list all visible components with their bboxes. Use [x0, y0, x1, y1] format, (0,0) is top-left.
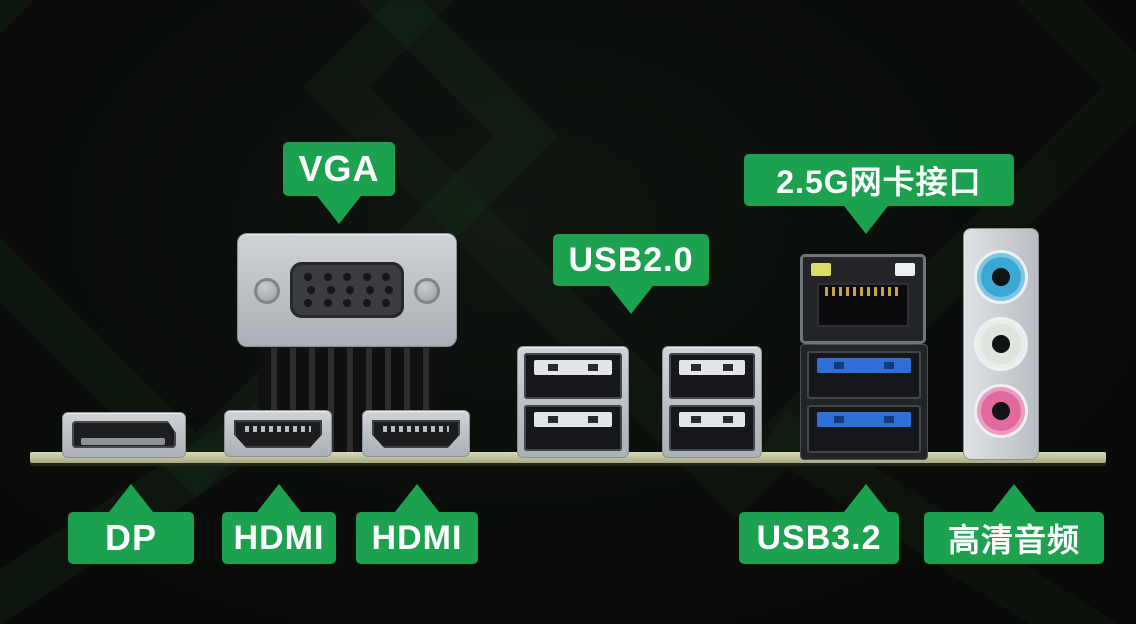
callout-dp-label: DP: [104, 517, 157, 558]
vga-pin-row: [304, 299, 390, 307]
callout-hdmi-1: HDMI: [222, 512, 336, 564]
hdmi-pins: [383, 426, 449, 432]
usb2-port: [524, 353, 622, 399]
callout-hdmi1-pointer: [257, 484, 301, 512]
vga-pin-row: [307, 286, 393, 294]
callout-audio-label: 高清音频: [947, 522, 1080, 558]
callout-usb32: USB3.2: [739, 512, 899, 564]
callout-dp-pointer: [109, 484, 153, 512]
usb-tongue-blue: [817, 358, 911, 373]
audio-jack-line-in: [977, 252, 1025, 301]
callout-vga-label: VGA: [298, 148, 380, 189]
audio-jack-mic: [977, 387, 1025, 436]
callout-hdmi2-pointer: [395, 484, 439, 512]
callout-usb32-pointer: [844, 484, 888, 512]
vga-screw-right: [414, 278, 440, 304]
callout-vga-pointer: [317, 196, 361, 224]
vga-pin-row: [304, 273, 390, 281]
lan-led-right: [895, 263, 915, 276]
vga-screw-left: [254, 278, 280, 304]
lan-led-left: [811, 263, 831, 276]
audio-jack-panel: [963, 228, 1039, 460]
displayport-pin-line: [81, 438, 165, 445]
callout-hdmi2-label: HDMI: [371, 518, 463, 557]
ethernet-rj45-port: [800, 254, 926, 344]
audio-jack-line-out: [977, 319, 1025, 368]
usb3-port: [807, 351, 921, 399]
callout-lan: 2.5G网卡接口: [744, 154, 1014, 206]
usb3-port: [807, 405, 921, 453]
hdmi-port-2: [362, 410, 470, 457]
callout-usb32-label: USB3.2: [756, 518, 882, 557]
hdmi-port-1: [224, 410, 332, 457]
callout-usb20-label: USB2.0: [568, 240, 694, 279]
usb2-port: [669, 405, 755, 451]
hdmi-slot: [234, 420, 322, 448]
usb-tongue: [679, 412, 745, 427]
usb2-stack-1: [517, 346, 629, 458]
callout-dp: DP: [68, 512, 194, 564]
hdmi-pins: [245, 426, 311, 432]
usb-tongue-blue: [817, 412, 911, 427]
callout-audio: 高清音频: [924, 512, 1104, 564]
hdmi-slot: [372, 420, 460, 448]
rj45-gold-pins: [825, 287, 901, 296]
callout-lan-label: 2.5G网卡接口: [776, 164, 982, 200]
usb-tongue: [679, 360, 745, 375]
usb2-port: [669, 353, 755, 399]
usb-tongue: [534, 412, 612, 427]
callout-hdmi1-label: HDMI: [233, 518, 325, 557]
usb-tongue: [534, 360, 612, 375]
vga-dsub-socket: [290, 262, 404, 318]
displayport-port: [62, 412, 186, 458]
callout-usb20-pointer: [609, 286, 653, 314]
vga-port: [237, 233, 457, 347]
callout-lan-pointer: [844, 206, 888, 234]
usb3-stack: [800, 344, 928, 460]
callout-hdmi-2: HDMI: [356, 512, 478, 564]
rj45-opening: [817, 283, 909, 327]
callout-usb20: USB2.0: [553, 234, 709, 286]
callout-audio-pointer: [992, 484, 1036, 512]
usb2-port: [524, 405, 622, 451]
callout-vga: VGA: [283, 142, 395, 196]
usb2-stack-2: [662, 346, 762, 458]
